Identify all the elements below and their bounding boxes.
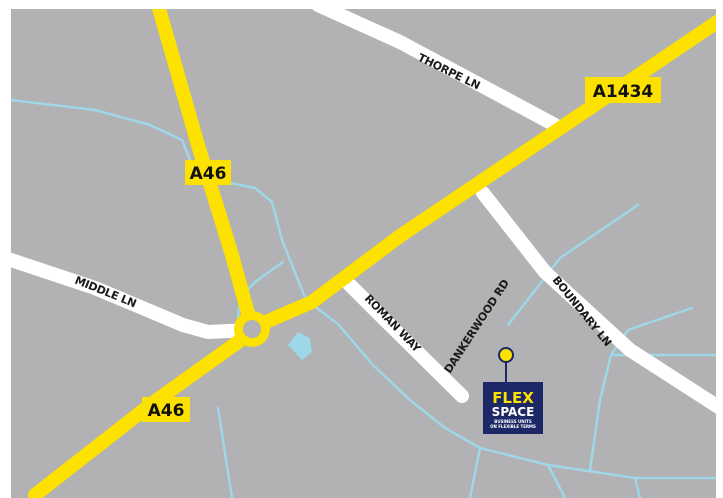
stream-4 bbox=[216, 406, 234, 498]
road-middle-ln bbox=[11, 252, 257, 339]
logo-line1: FLEX bbox=[492, 389, 534, 407]
flexspace-logo[interactable]: FLEX SPACE BUSINESS UNITS ON FLEXIBLE TE… bbox=[483, 382, 543, 434]
minor-roads bbox=[11, 9, 716, 414]
road-roman-way bbox=[338, 273, 469, 403]
logo-tagline2: ON FLEXIBLE TERMS bbox=[490, 424, 536, 429]
pond bbox=[288, 332, 312, 360]
logo-line2: SPACE bbox=[492, 405, 535, 419]
stream-8 bbox=[506, 203, 640, 327]
shield-a46-south-text: A46 bbox=[148, 401, 185, 421]
road-thorpe-ln bbox=[312, 9, 562, 132]
stream-5 bbox=[468, 446, 482, 498]
shield-a46-north-text: A46 bbox=[190, 164, 227, 184]
shield-a46-south: A46 bbox=[142, 397, 190, 422]
logo-tagline1: BUSINESS UNITS bbox=[494, 419, 532, 424]
stream-6 bbox=[546, 463, 567, 498]
stream-7 bbox=[633, 476, 642, 498]
shield-a46-north: A46 bbox=[185, 160, 231, 185]
roundabout-icon bbox=[234, 311, 270, 347]
location-pin-icon[interactable] bbox=[498, 347, 514, 382]
road-boundary-ln bbox=[476, 186, 716, 414]
shield-a1434-text: A1434 bbox=[593, 82, 654, 102]
shield-a1434: A1434 bbox=[585, 77, 661, 103]
stream-2 bbox=[304, 298, 716, 480]
